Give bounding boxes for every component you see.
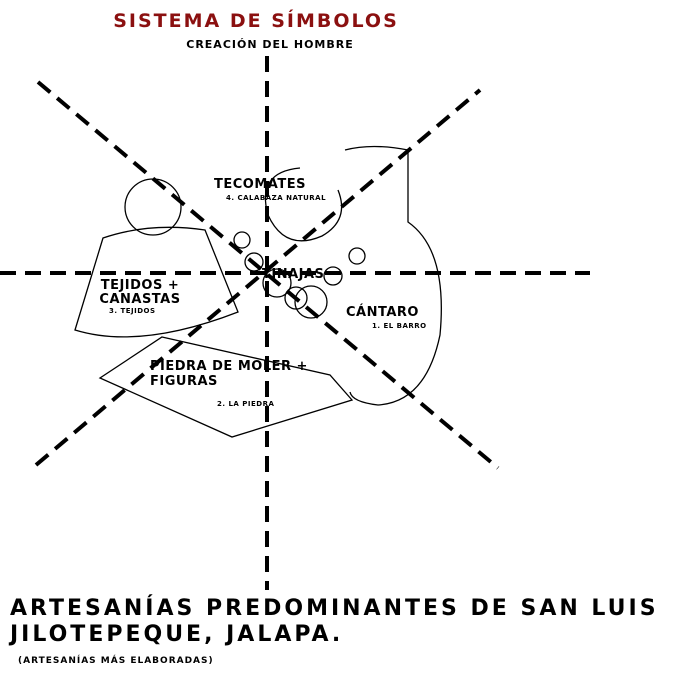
small-circle-1 (233, 231, 251, 249)
diagram-subtitle: Creación del Hombre (186, 38, 354, 51)
center-label: Tinajas (262, 267, 325, 282)
small-circle-5 (294, 285, 328, 319)
basket-handle-circle (124, 178, 182, 236)
node-cantaro-sublabel: 1. El barro (372, 322, 427, 330)
tecomate-sketch (264, 167, 343, 242)
diagonal-axis-down (36, 80, 500, 470)
vessel-sketches (74, 145, 442, 438)
node-piedra-sublabel: 2. La piedra (217, 400, 275, 408)
small-circle-3 (262, 268, 292, 298)
small-circle-7 (348, 247, 366, 265)
node-tejidos-label: Tejidos + Canastas (99, 278, 181, 307)
node-tecomates-label: Tecomates (214, 177, 306, 192)
grinding-stone-sketch (98, 336, 354, 438)
node-tecomates-sublabel: 4. Calabaza natural (226, 194, 327, 202)
node-piedra-label: Piedra de moler + Figuras (150, 359, 308, 389)
footer-title: Artesanías predominantes de San Luis Jil… (10, 596, 659, 647)
diagram-title: Sistema de Símbolos (113, 10, 399, 32)
cantaro-sketch (344, 145, 442, 406)
dashed-axes (0, 56, 590, 590)
node-cantaro-label: Cántaro (346, 305, 419, 320)
small-circle-6 (323, 266, 343, 286)
footer-note: (Artesanías más elaboradas) (18, 656, 214, 666)
diagonal-axis-up (34, 88, 482, 467)
basket-sketch (74, 226, 239, 338)
node-tejidos-sublabel: 3. Tejidos (109, 307, 156, 315)
